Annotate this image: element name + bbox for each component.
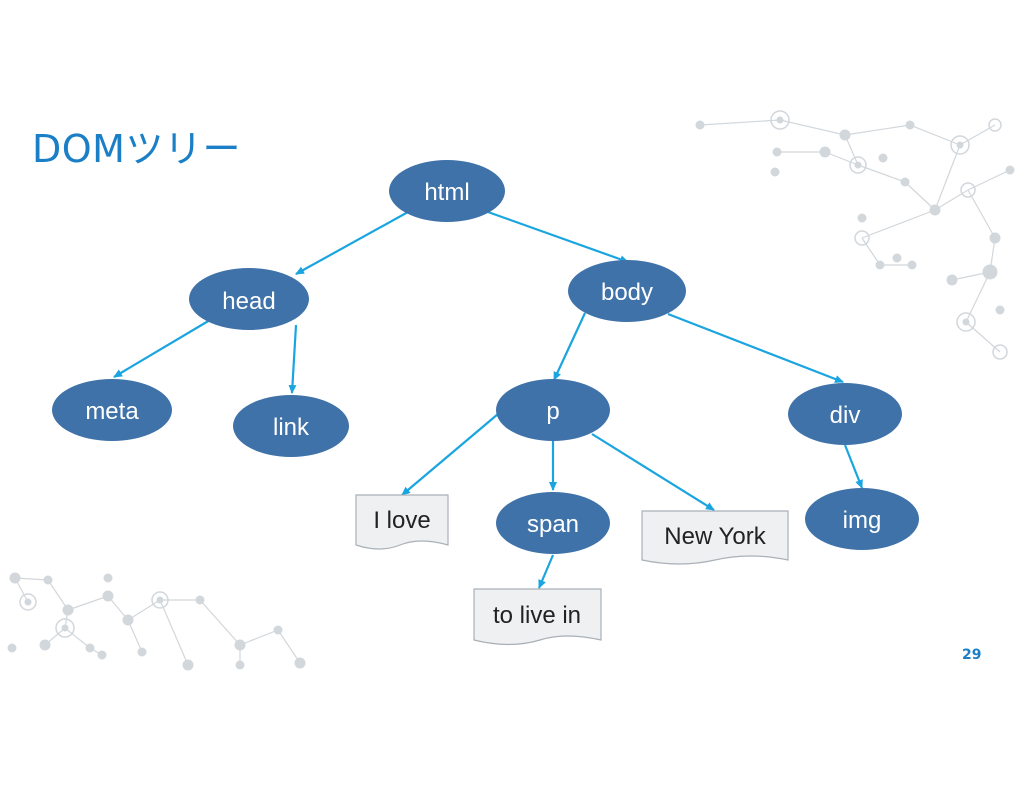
- edge-p-new-york: [591, 433, 715, 511]
- text-node-i-love-label: I love: [373, 507, 430, 534]
- node-div-label: div: [830, 402, 861, 429]
- node-body: body: [568, 260, 686, 322]
- text-node-new-york-label: New York: [664, 523, 766, 550]
- text-node-to-live-in: to live in: [473, 588, 602, 646]
- node-head: head: [189, 268, 309, 330]
- tree-edges: [113, 210, 864, 589]
- node-img: img: [805, 488, 919, 550]
- network-decoration-bottom-left: [7, 572, 306, 671]
- node-html-label: html: [424, 179, 469, 206]
- text-node-new-york: New York: [641, 510, 789, 565]
- text-node-i-love: I love: [355, 494, 449, 550]
- network-decoration-top-right: [695, 110, 1015, 360]
- edge-head-link: [288, 324, 298, 394]
- node-head-label: head: [222, 288, 275, 315]
- node-p-label: p: [546, 398, 559, 425]
- node-div: div: [788, 383, 902, 445]
- edge-head-meta: [113, 319, 211, 378]
- node-body-label: body: [601, 279, 653, 306]
- edge-span-to-live-in: [537, 554, 555, 589]
- node-meta-label: meta: [85, 398, 139, 425]
- edge-html-head: [295, 211, 409, 275]
- text-node-to-live-in-label: to live in: [493, 602, 581, 629]
- node-meta: meta: [52, 379, 172, 441]
- edge-body-div: [667, 312, 844, 384]
- node-link-label: link: [273, 414, 310, 441]
- node-link: link: [233, 395, 349, 457]
- edge-html-body: [487, 210, 629, 264]
- edge-div-img: [843, 444, 864, 489]
- edge-body-p: [553, 312, 586, 381]
- edge-p-i-love: [401, 413, 499, 496]
- node-span-label: span: [527, 511, 579, 538]
- node-img-label: img: [843, 507, 882, 534]
- node-p: p: [496, 379, 610, 441]
- node-span: span: [496, 492, 610, 554]
- page-number: 29: [962, 647, 982, 663]
- slide-title: DOMツリー: [32, 127, 241, 171]
- node-html: html: [389, 160, 505, 222]
